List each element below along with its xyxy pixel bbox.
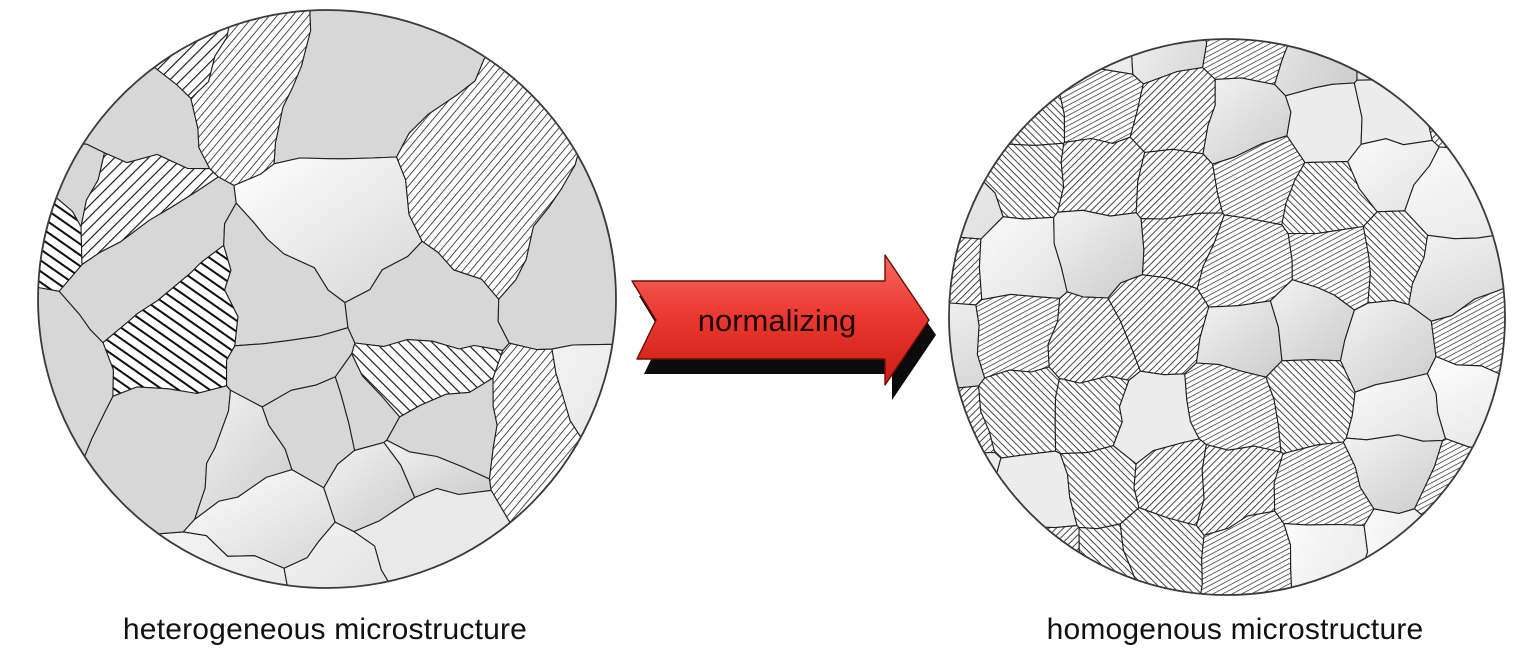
grain: [949, 47, 1066, 146]
grain: [226, 327, 356, 408]
grain: [1057, 136, 1146, 217]
arrow-label: normalizing: [698, 303, 857, 338]
grain: [353, 487, 616, 588]
grain: [283, 521, 488, 588]
grain: [975, 293, 1061, 379]
grain: [38, 250, 114, 588]
grain: [38, 385, 232, 588]
grain: [194, 389, 293, 520]
grain: [1187, 510, 1316, 595]
grain: [949, 56, 1004, 240]
grain: [1265, 359, 1356, 455]
left-micrograph: [37, 9, 617, 589]
grain: [233, 156, 423, 304]
grain: [1064, 39, 1134, 75]
normalizing-arrow: normalizing: [631, 254, 936, 400]
grain: [1413, 39, 1505, 161]
arrow-body: [631, 254, 930, 386]
grain: [190, 10, 347, 186]
grain: [351, 339, 504, 418]
left-caption: heterogeneous microstructure: [122, 613, 528, 646]
grain: [1340, 39, 1505, 85]
grain: [949, 380, 996, 470]
left-micrograph-outline: [37, 9, 617, 589]
grain: [949, 451, 1002, 557]
grain: [949, 39, 1074, 81]
left-micrograph-grains: [38, 10, 616, 588]
grain: [1056, 61, 1144, 145]
grain: [1119, 507, 1205, 595]
right-micrograph-outline: [948, 38, 1506, 596]
right-caption: homogenous microstructure: [1046, 613, 1424, 646]
grain: [1274, 39, 1358, 97]
grain: [1353, 79, 1433, 146]
